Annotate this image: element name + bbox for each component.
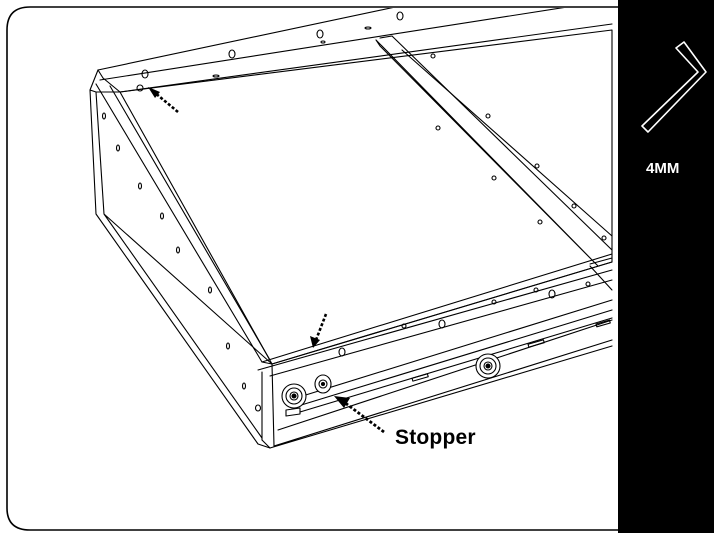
base-plate (119, 29, 613, 365)
tool-panel (618, 0, 714, 533)
mounting-holes (136, 11, 607, 357)
hex-allen-key-icon (641, 41, 707, 133)
stopper-pin (314, 374, 332, 394)
tool-size-label: 4MM (646, 160, 680, 177)
arrow-stopper (343, 400, 385, 434)
front-knob (281, 383, 307, 409)
frame-border (6, 6, 618, 531)
arrow-back-screw (153, 91, 179, 113)
center-rail (375, 35, 613, 267)
left-rail (89, 69, 273, 449)
stopper-callout-label: Stopper (395, 426, 476, 449)
front-knob (475, 353, 501, 379)
back-rail (97, 8, 613, 93)
